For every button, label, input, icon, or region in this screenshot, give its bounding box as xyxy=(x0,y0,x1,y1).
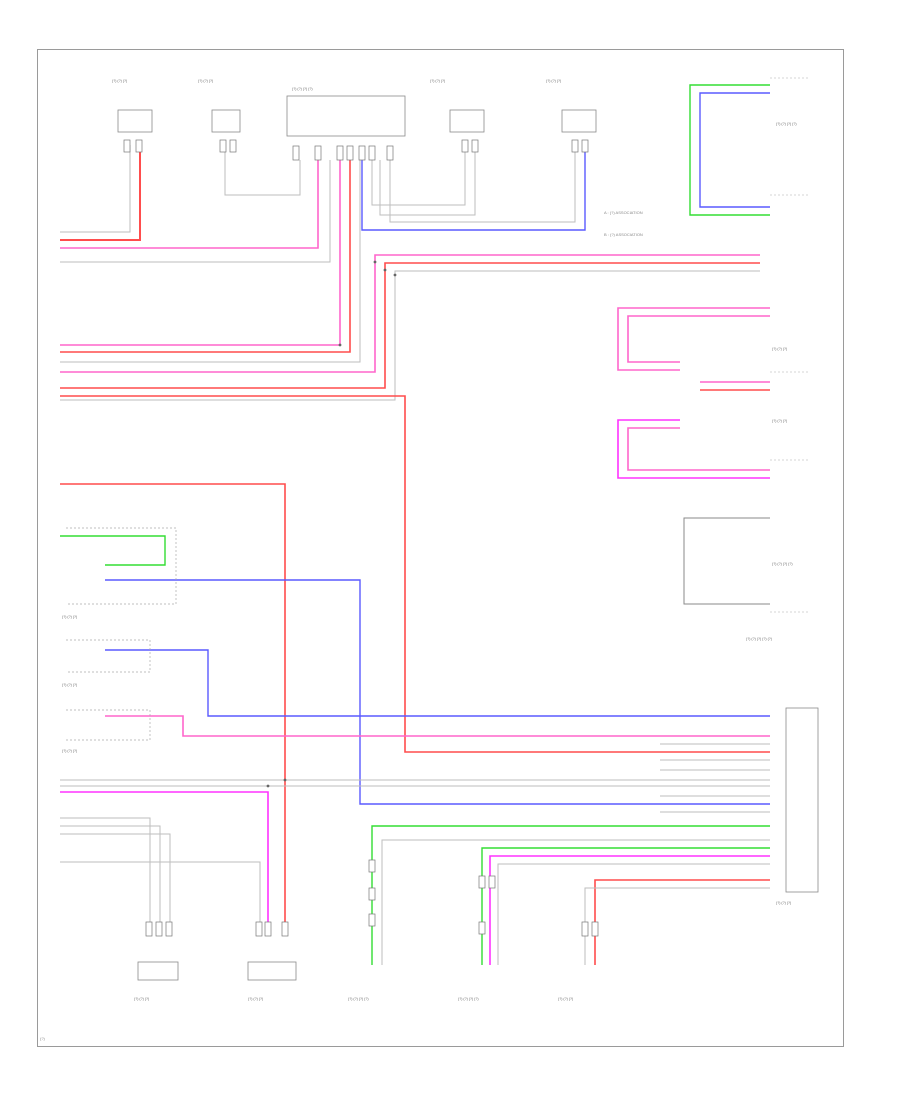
component-bottom-2: (?) (?) (?) xyxy=(247,921,297,1001)
component-top-2: (?) (?) (?) xyxy=(198,79,241,153)
component-right-1: (?) (?) (?) (?) xyxy=(770,77,810,196)
wire-gray-19 xyxy=(60,825,161,930)
wire-gray-22 xyxy=(381,839,770,965)
svg-text:(?) (?) (?) (?): (?) (?) (?) (?) xyxy=(776,122,797,126)
wire-gray-8 xyxy=(379,150,476,216)
component-left-3: (?) (?) (?) xyxy=(62,709,151,753)
svg-text:(?) (?) (?): (?) (?) (?) xyxy=(62,749,77,753)
svg-text:(?) (?) (?) (?): (?) (?) (?) (?) xyxy=(292,87,313,91)
wire-gray-10 xyxy=(683,517,770,605)
main-unit: (?) (?) (?) xyxy=(776,707,819,905)
svg-text:(?) (?) (?) (?) (?): (?) (?) (?) (?) (?) xyxy=(746,637,772,641)
svg-text:(?) (?) (?) (?): (?) (?) (?) (?) xyxy=(772,562,793,566)
wire-blue-3 xyxy=(105,579,770,805)
svg-text:(?) (?) (?): (?) (?) (?) xyxy=(134,997,149,1001)
wire-pink-1 xyxy=(60,160,319,249)
svg-text:(?) (?) (?): (?) (?) (?) xyxy=(430,79,445,83)
component-left-2: (?) (?) (?) xyxy=(62,639,151,687)
component-bottom-1: (?) (?) (?) xyxy=(134,921,179,1001)
svg-text:(?) (?) (?): (?) (?) (?) xyxy=(62,615,77,619)
component-top-4: (?) (?) (?) xyxy=(430,79,485,153)
svg-text:(?) (?) (?): (?) (?) (?) xyxy=(112,79,127,83)
wire-pink-8 xyxy=(627,427,770,471)
wire-gray-7 xyxy=(371,150,466,206)
wire-gray-5 xyxy=(60,275,396,401)
svg-text:(?) (?) (?): (?) (?) (?) xyxy=(776,901,791,905)
svg-text:(?) (?) (?) (?): (?) (?) (?) (?) xyxy=(458,997,479,1001)
svg-text:(?) (?) (?): (?) (?) (?) xyxy=(558,997,573,1001)
component-top-5: (?) (?) (?) xyxy=(546,79,597,153)
wire-gray-23 xyxy=(497,863,770,965)
wire-red-7 xyxy=(60,483,286,930)
wire-green-1 xyxy=(689,84,770,216)
wire-red-8 xyxy=(594,879,770,965)
wire-red-6 xyxy=(60,395,770,753)
svg-text:(?) (?) (?): (?) (?) (?) xyxy=(546,79,561,83)
legend-b: B : (?) ASSOCIATION xyxy=(604,232,643,237)
wire-pink-5 xyxy=(617,307,770,371)
wire-blue-4 xyxy=(105,649,770,717)
wire-magenta-2 xyxy=(60,791,269,930)
wire-gray-3 xyxy=(60,160,331,263)
wire-pink-3 xyxy=(60,262,376,373)
svg-text:(?) (?) (?): (?) (?) (?) xyxy=(198,79,213,83)
wire-magenta-1 xyxy=(617,419,770,479)
svg-text:(?) (?) (?): (?) (?) (?) xyxy=(772,347,787,351)
wire-red-4 xyxy=(384,262,760,270)
wire-gray-20 xyxy=(60,833,171,930)
svg-text:(?) (?) (?) (?): (?) (?) (?) (?) xyxy=(348,997,369,1001)
svg-text:(?) (?) (?): (?) (?) (?) xyxy=(248,997,263,1001)
wire-green-3 xyxy=(371,825,770,965)
component-bottom-5: (?) (?) (?) xyxy=(558,921,599,1001)
wire-gray-4 xyxy=(60,160,361,363)
component-bottom-4: (?) (?) (?) (?) xyxy=(458,875,496,1001)
wire-magenta-3 xyxy=(489,855,770,965)
wire-gray-9 xyxy=(389,150,576,223)
component-right-2: (?) (?) (?) xyxy=(772,347,787,351)
wire-gray-6 xyxy=(394,270,760,275)
wire-red-2 xyxy=(60,160,351,353)
svg-text:(?) (?) (?): (?) (?) (?) xyxy=(62,683,77,687)
wire-gray-18 xyxy=(60,817,151,930)
wire-gray-1 xyxy=(60,145,131,233)
wire-pink-4 xyxy=(374,254,760,262)
component-top-1: (?) (?) (?) xyxy=(112,79,153,153)
splice-points xyxy=(266,260,397,788)
wire-green-4 xyxy=(481,847,770,965)
wire-gray-21 xyxy=(60,861,261,930)
legend-a: A : (?) ASSOCIATION xyxy=(604,210,643,215)
component-right-3: (?) (?) (?) xyxy=(770,371,810,461)
wire-blue-1 xyxy=(361,150,586,231)
diagram-code: (?) xyxy=(40,1036,45,1041)
wire-gray-24 xyxy=(584,887,770,965)
wire-pink-2 xyxy=(60,160,341,346)
wire-red-1 xyxy=(60,145,141,241)
wire-blue-2 xyxy=(699,92,770,208)
svg-text:(?) (?) (?): (?) (?) (?) xyxy=(772,419,787,423)
component-bottom-3: (?) (?) (?) (?) xyxy=(348,859,376,1001)
component-right-4: (?) (?) (?) (?) xyxy=(772,562,793,566)
component-top-junction: (?) (?) (?) (?) xyxy=(286,87,406,161)
wire-gray-2 xyxy=(224,145,301,196)
wire-red-3 xyxy=(60,270,386,389)
wire-green-2 xyxy=(60,535,166,566)
wire-pink-9 xyxy=(105,715,770,737)
diagram-frame xyxy=(37,49,844,1047)
component-right-5: (?) (?) (?) (?) (?) xyxy=(746,611,810,641)
wire-pink-6 xyxy=(627,315,770,363)
component-left-1: (?) (?) (?) xyxy=(62,527,177,619)
